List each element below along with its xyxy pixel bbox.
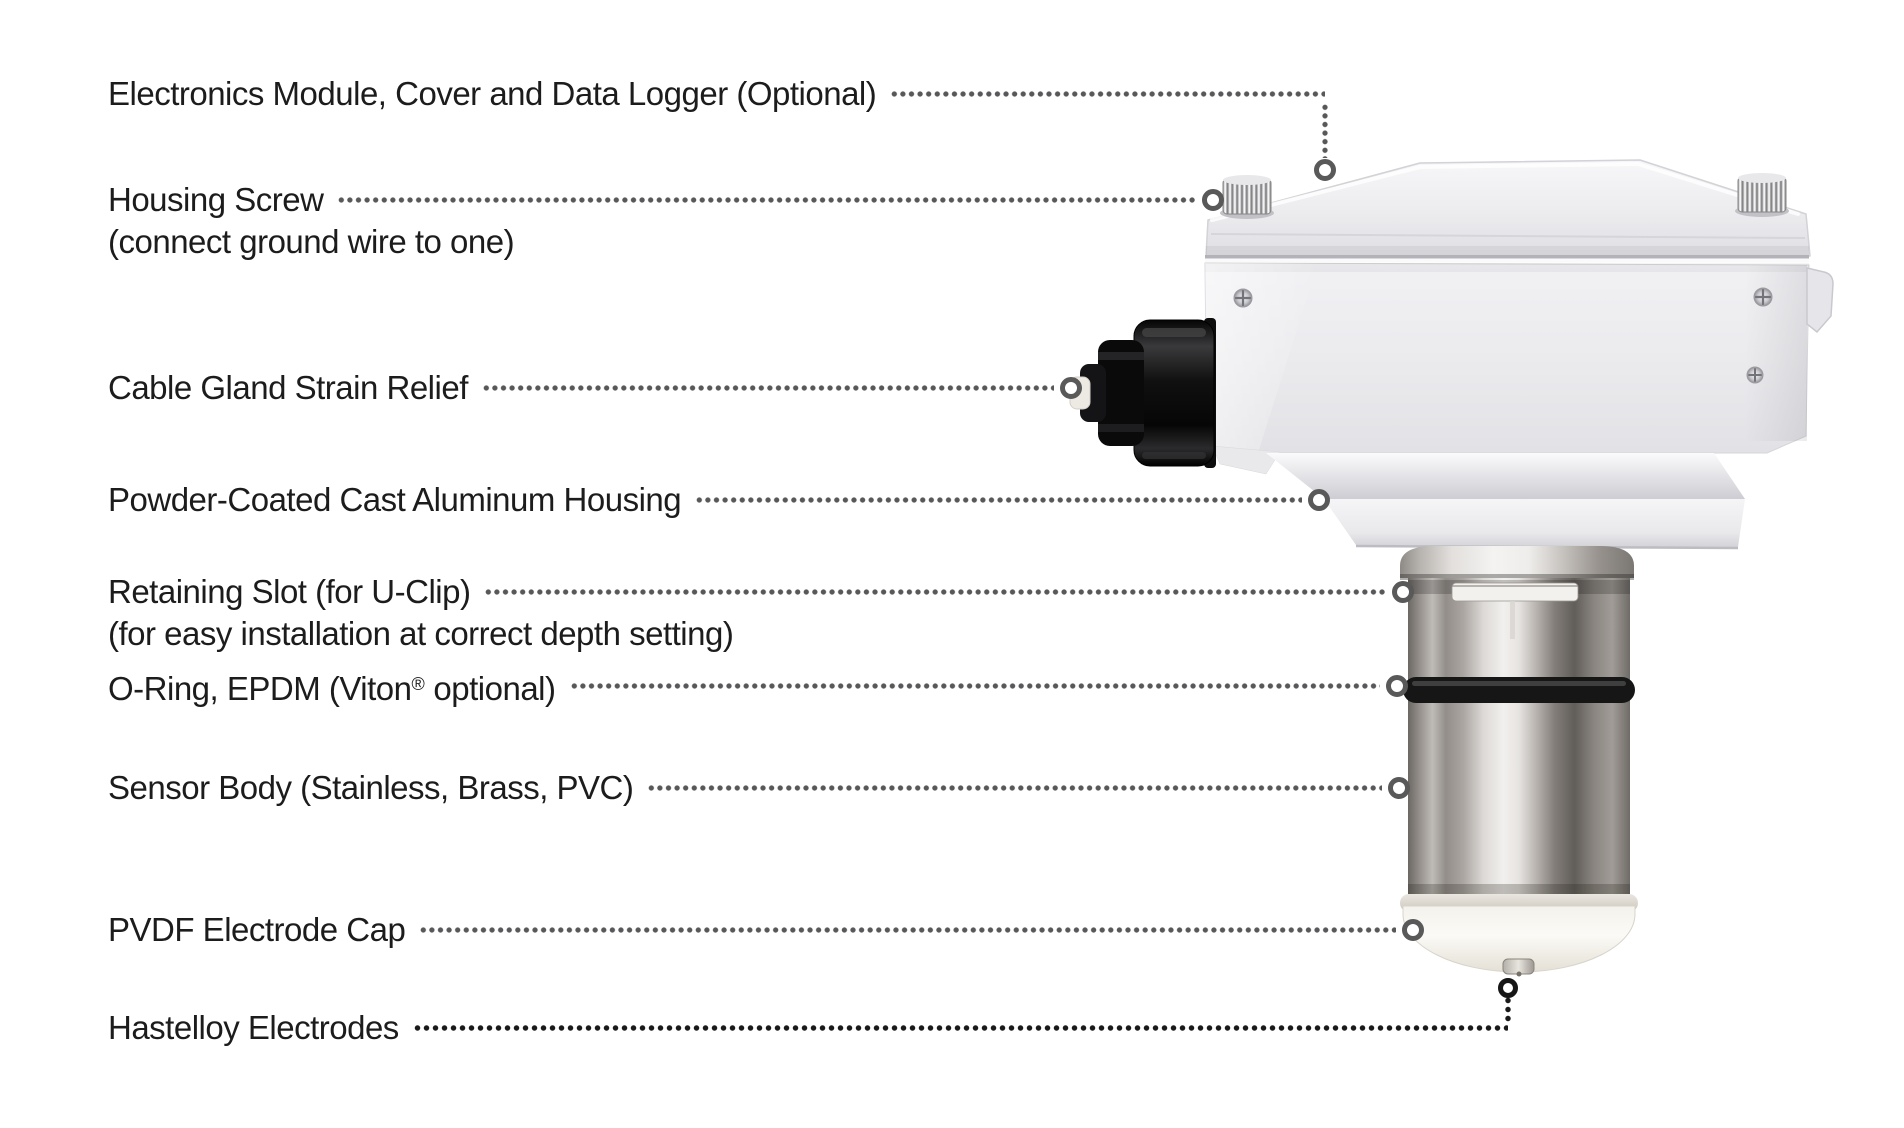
- cable-gland: [1069, 318, 1216, 468]
- callout-powder-coated-housing: Powder-Coated Cast Aluminum Housing: [108, 479, 1330, 521]
- callout-hastelloy-electrodes: Hastelloy Electrodes: [108, 1007, 1514, 1049]
- marker-ring-housing-screw: [1202, 189, 1224, 211]
- callout-label: Sensor Body (Stainless, Brass, PVC): [108, 769, 634, 806]
- housing-seam: [1205, 255, 1809, 263]
- callout-sublabel: (connect ground wire to one): [108, 223, 515, 260]
- callout-sensor-body: Sensor Body (Stainless, Brass, PVC): [108, 767, 1410, 809]
- callout-label-pre: O-Ring, EPDM (Viton: [108, 669, 412, 707]
- leader-line: [337, 196, 1196, 204]
- leader-line: [484, 588, 1386, 596]
- callout-label: Cable Gland Strain Relief: [108, 369, 468, 406]
- callout-cable-gland: Cable Gland Strain Relief: [108, 367, 1082, 409]
- housing-screw-right: [1735, 173, 1789, 217]
- sensor-body-cylinder: [1408, 578, 1630, 896]
- retaining-slot: [1451, 582, 1579, 639]
- callout-housing-screw: Housing Screw (connect ground wire to on…: [108, 179, 1224, 263]
- housing-taper: [1266, 453, 1745, 550]
- leader-line-vertical-dark: [1504, 996, 1512, 1022]
- housing-body: [1204, 262, 1834, 475]
- callout-o-ring: O-Ring, EPDM (Viton® optional): [108, 665, 1408, 707]
- face-screws: [1233, 287, 1773, 384]
- marker-ring-retaining-slot: [1392, 581, 1414, 603]
- housing-screw-left: [1220, 175, 1274, 219]
- leader-line: [890, 90, 1325, 98]
- pvdf-electrode-cap: [1400, 894, 1638, 973]
- leader-line: [419, 926, 1396, 934]
- leader-line: [647, 784, 1382, 792]
- callout-label: Hastelloy Electrodes: [108, 1009, 399, 1046]
- leader-line: [569, 682, 1380, 690]
- housing-lid: [1205, 159, 1811, 257]
- marker-ring-o-ring: [1386, 675, 1408, 697]
- callout-label: Powder-Coated Cast Aluminum Housing: [108, 481, 682, 518]
- marker-ring-hastelloy: [1498, 978, 1518, 998]
- callout-pvdf-electrode-cap: PVDF Electrode Cap: [108, 909, 1424, 951]
- callout-electronics-module: Electronics Module, Cover and Data Logge…: [108, 73, 1331, 115]
- leader-line: [695, 496, 1302, 504]
- leader-line: [481, 384, 1054, 392]
- marker-ring-electronics: [1314, 159, 1336, 181]
- marker-ring-pvdf-cap: [1402, 919, 1424, 941]
- leader-line: [412, 1024, 1508, 1032]
- callout-label-post: optional): [424, 669, 556, 707]
- hinge-tab: [1806, 267, 1834, 334]
- callout-label: Retaining Slot (for U-Clip): [108, 573, 471, 610]
- hastelloy-electrode: [1502, 958, 1535, 977]
- callout-label: Housing Screw: [108, 181, 324, 218]
- leader-line-vertical: [1321, 103, 1329, 158]
- registered-trademark-symbol: ®: [411, 673, 425, 694]
- marker-ring-sensor-body: [1388, 777, 1410, 799]
- callout-sublabel: (for easy installation at correct depth …: [108, 615, 734, 652]
- marker-ring-cable-gland: [1060, 377, 1082, 399]
- callout-label: Electronics Module, Cover and Data Logge…: [108, 75, 877, 112]
- o-ring-band: [1403, 677, 1635, 703]
- callout-retaining-slot: Retaining Slot (for U-Clip) (for easy in…: [108, 571, 1414, 655]
- sensor-collar: [1400, 546, 1634, 580]
- marker-ring-housing: [1308, 489, 1330, 511]
- callout-label: O-Ring, EPDM (Viton® optional): [108, 663, 556, 710]
- callout-label: PVDF Electrode Cap: [108, 911, 406, 948]
